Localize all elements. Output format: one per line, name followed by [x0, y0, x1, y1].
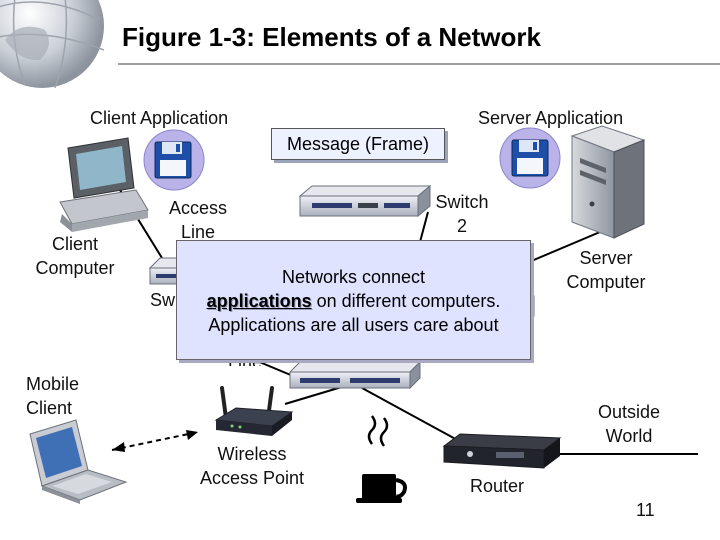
switch-2-label: Switch 2 [426, 190, 498, 238]
access-line-label: Access Line [160, 196, 236, 244]
callout-line-2: applications on different computers. [177, 289, 530, 313]
callout-emphasis: applications [206, 291, 312, 311]
page-title: Figure 1-3: Elements of a Network [122, 22, 541, 52]
client-computer-label-line-2: Computer [35, 258, 115, 278]
wireless-access-point-label-line-1: Wireless [217, 444, 287, 464]
connection-lines [119, 189, 698, 455]
server-computer-label-line-2: Computer [566, 272, 646, 292]
wireless-access-point-label-line-2: Access Point [199, 468, 305, 488]
wireless-link-arrow-left [112, 442, 125, 452]
globe-icon [0, 0, 105, 89]
switch-partial-label: Sw [150, 290, 176, 310]
wireless-link-arrow-right [186, 430, 198, 440]
server-application-label: Server Application [478, 108, 624, 128]
coffee-cup-icon [356, 415, 407, 503]
floppy-disk-icon [143, 129, 205, 191]
router-label: Router [470, 476, 525, 496]
floppy-disk-icon [499, 127, 561, 189]
switch-2-label-line-1: Switch [435, 192, 489, 212]
access-line-label-line-2: Line [180, 222, 216, 242]
desktop-computer-icon [59, 137, 149, 232]
network-switch-icon [288, 360, 422, 390]
server-tower-icon [570, 125, 646, 239]
page-number: 11 [636, 500, 655, 520]
network-switch-icon [298, 184, 432, 218]
router-icon [442, 433, 562, 469]
laptop-icon [29, 419, 128, 504]
callout-box: Networks connect applications on differe… [176, 240, 531, 360]
outside-world-label-line-1: Outside [597, 402, 661, 422]
mobile-client-label-line-2: Client [26, 398, 73, 418]
server-computer-label-line-1: Server [579, 248, 633, 268]
wireless-router-icon [214, 386, 294, 436]
wireless-link [111, 431, 199, 451]
outside-world-label-line-2: World [605, 426, 653, 446]
outside-world-label: Outside World [584, 400, 674, 448]
switch-2-label-line-2: 2 [456, 216, 467, 236]
callout-line-3: Applications are all users care about [208, 315, 499, 335]
wireless-access-point-label: Wireless Access Point [186, 442, 318, 490]
access-line-label-line-1: Access [168, 198, 228, 218]
client-application-label: Client Application [90, 108, 229, 128]
mobile-client-label: Mobile Client [26, 372, 79, 420]
client-computer-label-line-1: Client [51, 234, 99, 254]
callout-line-1: Networks connect [281, 267, 426, 287]
server-computer-label: Server Computer [554, 246, 658, 294]
client-computer-label: Client Computer [20, 232, 130, 280]
mobile-client-label-line-1: Mobile [26, 374, 80, 394]
message-frame-box: Message (Frame) [271, 128, 445, 160]
callout-line-2-rest: on different computers. [311, 291, 501, 311]
